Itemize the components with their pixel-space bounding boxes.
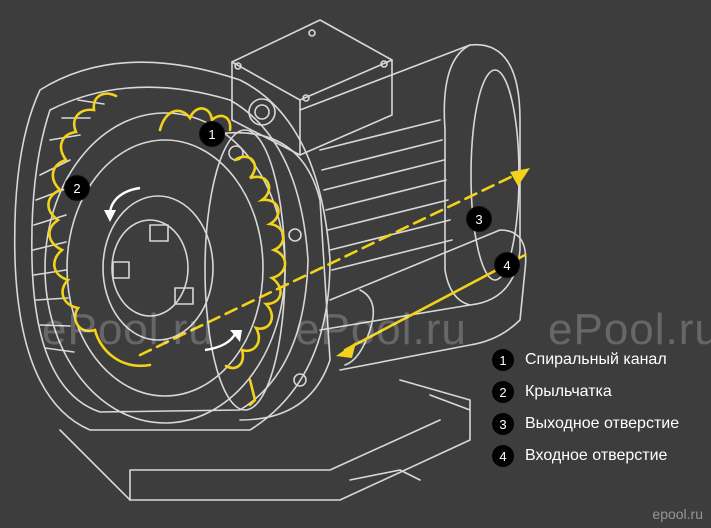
spiral-flow-right xyxy=(224,155,287,370)
legend-item: 1 Спиральный канал xyxy=(492,344,679,376)
legend-label: Спиральный канал xyxy=(525,351,667,368)
outlet-arrow-head xyxy=(510,168,530,186)
blower-housing xyxy=(13,61,331,431)
callout-1: 1 xyxy=(199,121,225,147)
outlet-arrow-line xyxy=(138,173,517,357)
legend-item: 2 Крыльчатка xyxy=(492,376,679,408)
watermark-2: ePool.ru xyxy=(295,305,467,354)
spiral-flow-left xyxy=(47,92,152,368)
legend-label: Крыльчатка xyxy=(525,383,612,400)
motor-body xyxy=(299,43,521,331)
legend-item: 4 Входное отверстие xyxy=(492,440,679,472)
spiral-flow-center xyxy=(248,378,257,407)
callout-4: 4 xyxy=(494,252,520,278)
watermark-1: ePool.ru xyxy=(42,305,214,354)
legend-label: Входное отверстие xyxy=(525,447,668,464)
callout-2: 2 xyxy=(64,175,90,201)
inlet-arrow-head xyxy=(336,342,356,358)
spiral-flow-top xyxy=(158,107,232,132)
corner-watermark: epool.ru xyxy=(652,506,703,522)
legend-number: 4 xyxy=(492,445,514,467)
legend: 1 Спиральный канал 2 Крыльчатка 3 Выходн… xyxy=(492,344,679,472)
legend-item: 3 Выходное отверстие xyxy=(492,408,679,440)
legend-label: Выходное отверстие xyxy=(525,415,680,432)
legend-number: 2 xyxy=(492,381,514,403)
legend-number: 3 xyxy=(492,413,514,435)
callout-3: 3 xyxy=(466,206,492,232)
inlet-outlet-ports xyxy=(228,145,527,387)
terminal-box xyxy=(231,19,393,156)
legend-number: 1 xyxy=(492,349,514,371)
base xyxy=(59,379,471,501)
watermark-3: ePool.ru xyxy=(548,305,711,354)
